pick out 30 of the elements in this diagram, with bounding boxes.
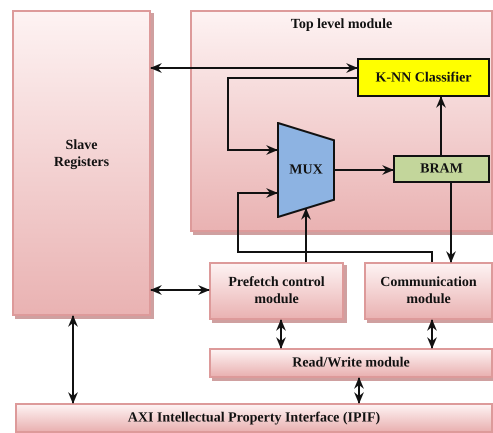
arrow bbox=[427, 319, 437, 349]
arrow bbox=[276, 319, 286, 349]
module-label: MUX bbox=[288, 162, 324, 178]
module-box bbox=[209, 348, 493, 378]
arrow bbox=[150, 63, 358, 73]
process-box bbox=[393, 155, 490, 183]
module-box bbox=[12, 10, 151, 316]
arrow bbox=[227, 77, 357, 155]
module-box bbox=[364, 262, 493, 320]
module-label: Communication module bbox=[379, 274, 478, 308]
arrow bbox=[436, 96, 446, 155]
module-box bbox=[209, 262, 344, 320]
arrow bbox=[446, 183, 456, 263]
module-label: Top level module bbox=[290, 16, 394, 33]
module-label: Prefetch control module bbox=[227, 274, 326, 308]
module-box bbox=[190, 10, 493, 232]
arrow bbox=[150, 285, 210, 295]
module-label: AXI Intellectual Property Interface (IPIF) bbox=[126, 410, 382, 426]
module-label: Slave Registers bbox=[52, 137, 110, 171]
arrow bbox=[301, 208, 311, 262]
arrow bbox=[68, 315, 78, 404]
arrow bbox=[237, 188, 433, 262]
process-box bbox=[357, 58, 490, 97]
arrow bbox=[335, 165, 394, 175]
module-label: BRAM bbox=[419, 160, 464, 178]
multiplexer-trapezoid bbox=[277, 122, 335, 218]
interface-box bbox=[15, 403, 493, 433]
module-label: Read/Write module bbox=[291, 354, 411, 372]
module-label: K-NN Classifier bbox=[374, 69, 473, 86]
arrow bbox=[354, 377, 364, 404]
